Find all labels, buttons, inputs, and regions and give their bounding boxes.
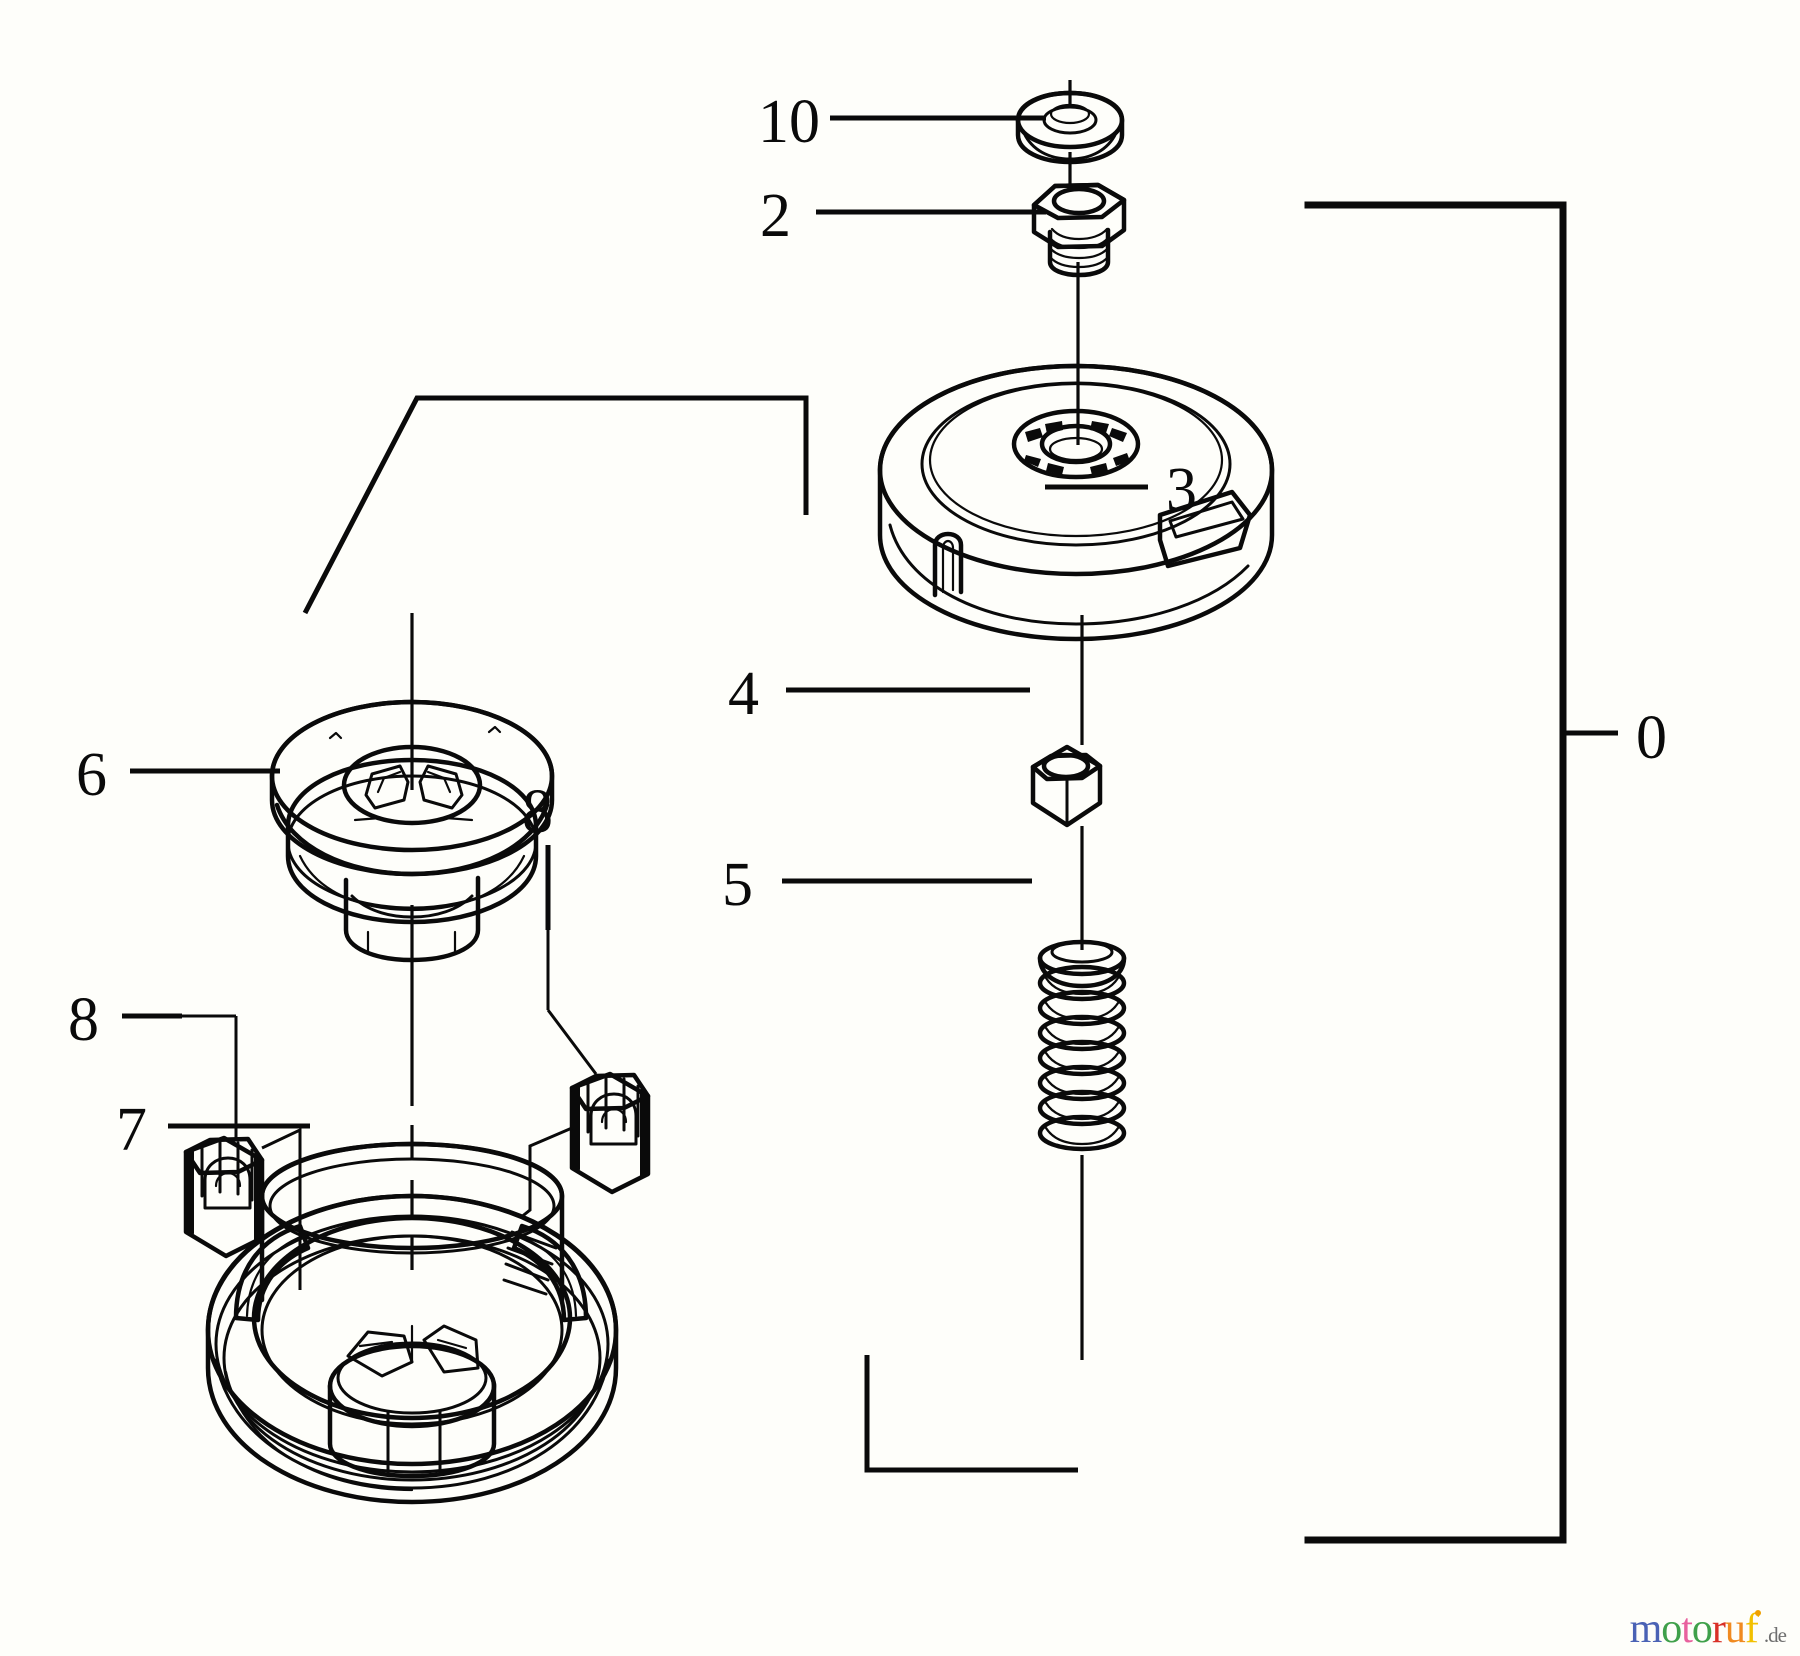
callout-label-2: 2 — [760, 182, 791, 250]
callout-label-6: 6 — [76, 741, 107, 809]
callout-leaders — [122, 115, 1618, 1140]
callout-label-0: 0 — [1636, 704, 1667, 772]
assembly-bracket-right — [1304, 201, 1567, 1544]
leader-8b-down — [546, 1009, 598, 1075]
eyelet-leader-lines — [261, 1126, 573, 1290]
part-6-line-spool — [269, 699, 555, 963]
wm-letter-o1: o — [1661, 1606, 1682, 1652]
callout-label-8a: 8 — [68, 986, 99, 1054]
callout-label-8b: 8 — [522, 778, 553, 846]
spring-group-bracket — [864, 1355, 1078, 1473]
wm-letter-t: t — [1681, 1606, 1693, 1652]
part-7-head-housing — [205, 1141, 619, 1505]
callout-numbers: 10 2 3 4 5 6 7 8 8 0 — [68, 88, 1667, 1164]
part-4-hex-nut — [1030, 744, 1103, 828]
part-3-drum-cover — [877, 363, 1275, 642]
callout-label-4: 4 — [728, 660, 759, 728]
wm-dot-icon — [1754, 1610, 1761, 1616]
callout-label-3: 3 — [1166, 456, 1197, 524]
callout-label-7: 7 — [116, 1096, 147, 1164]
wm-letter-o2: o — [1691, 1606, 1713, 1652]
wm-letter-r: r — [1711, 1606, 1726, 1652]
wm-letter-m: m — [1629, 1606, 1663, 1652]
wm-letter-u: u — [1724, 1606, 1746, 1652]
assembly-axis-lines — [410, 80, 1084, 1360]
callout-label-5: 5 — [722, 851, 753, 919]
spool-group-bracket — [302, 395, 809, 615]
motoruf-watermark: motoruf.de — [1629, 1606, 1787, 1652]
wm-suffix: .de — [1763, 1623, 1787, 1647]
part-8-line-eyelet-right — [569, 1071, 651, 1195]
part-5-coil-spring — [1037, 939, 1127, 1152]
part-8-line-eyelet-left — [183, 1135, 265, 1259]
callout-label-10: 10 — [758, 88, 820, 156]
wm-letter-f: f — [1744, 1606, 1759, 1652]
part-2-screw-bolt — [1031, 182, 1127, 278]
